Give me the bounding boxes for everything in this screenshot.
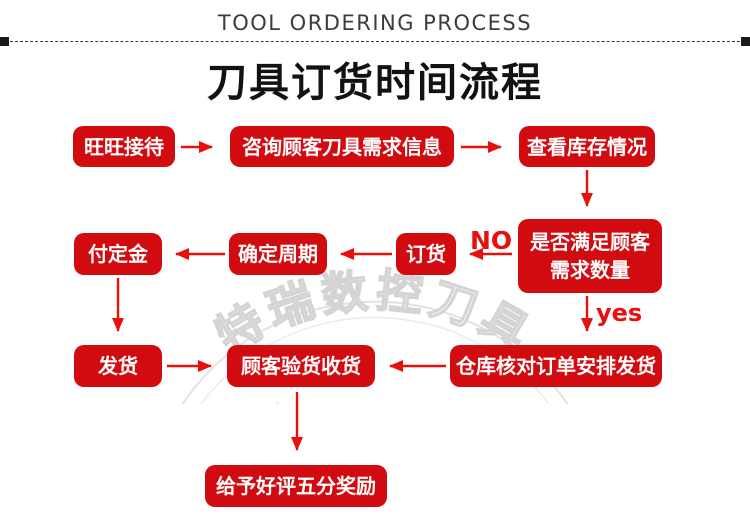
node-five-star-reward: 给予好评五分奖励: [205, 465, 387, 507]
branch-label-no: NO: [470, 226, 513, 255]
node-wangwang-reception: 旺旺接待: [73, 126, 175, 167]
watermark-bottom-arc: [275, 401, 475, 404]
node-check-inventory: 查看库存情况: [519, 126, 655, 167]
node-ship-goods: 发货: [74, 345, 162, 387]
header-eyebrow: TOOL ORDERING PROCESS: [217, 11, 533, 35]
separator-end-square-right: [741, 37, 750, 46]
node-confirm-cycle: 确定周期: [229, 233, 327, 275]
node-decision-meet-quantity: 是否满足顾客需求数量: [518, 219, 662, 293]
node-pay-deposit: 付定金: [74, 233, 162, 275]
node-warehouse-verify-arrange-shipment: 仓库核对订单安排发货: [450, 345, 662, 387]
node-place-order: 订货: [396, 233, 456, 275]
header-separator-line: [0, 41, 750, 42]
node-consult-customer-tool-demand: 咨询顾客刀具需求信息: [230, 126, 454, 167]
branch-label-yes: yes: [596, 299, 643, 327]
separator-end-square-left: [0, 37, 9, 46]
page-title: 刀具订货时间流程: [207, 60, 543, 106]
node-customer-inspect-receive: 顾客验货收货: [227, 345, 375, 387]
